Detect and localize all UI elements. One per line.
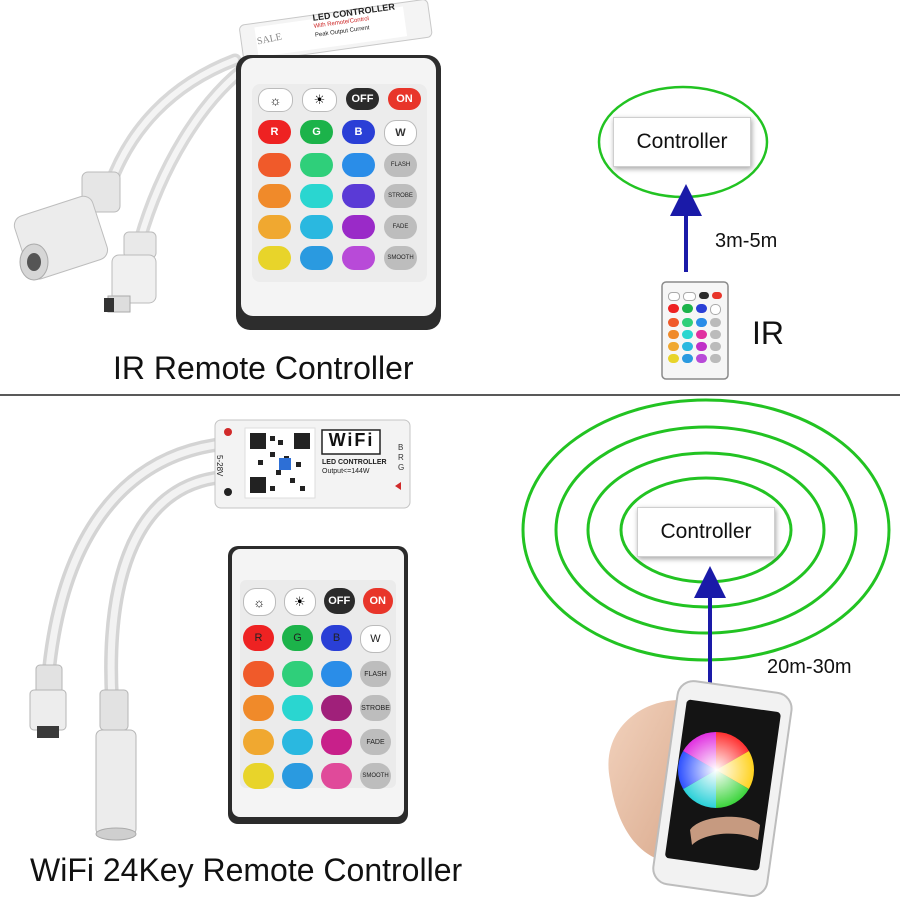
color-key[interactable] — [300, 246, 333, 270]
color-key[interactable] — [258, 246, 291, 270]
key-b[interactable]: B — [321, 625, 352, 651]
ir-remote-small-keypad — [668, 292, 722, 363]
color-key[interactable] — [282, 661, 313, 687]
mode-key-flash[interactable]: FLASH — [360, 661, 391, 687]
key-r[interactable]: R — [243, 625, 274, 651]
wifi-controller-module — [214, 419, 411, 509]
mode-key-strobe[interactable]: STROBE — [360, 695, 391, 721]
color-key[interactable] — [300, 215, 333, 239]
color-key[interactable] — [321, 729, 352, 755]
color-key[interactable] — [282, 763, 313, 789]
color-key[interactable] — [300, 153, 333, 177]
ir-section-caption: IR Remote Controller — [113, 350, 414, 386]
mode-key-fade[interactable]: FADE — [384, 215, 417, 239]
key-b[interactable]: B — [342, 120, 375, 144]
mode-key-flash[interactable]: FLASH — [384, 153, 417, 177]
ir-dc-male-plug — [104, 231, 157, 313]
wifi-controller-box: Controller — [637, 507, 775, 557]
off-key[interactable]: OFF — [346, 88, 379, 110]
color-key[interactable] — [243, 763, 274, 789]
wifi-remote-keypad: ☼ ☀ OFF ON R G B W FLASH STROBE FADE SMO… — [243, 588, 393, 789]
wifi-module-brand: WiFi — [328, 430, 375, 450]
wifi-cable-assembly — [29, 419, 411, 841]
color-key[interactable] — [282, 695, 313, 721]
brightness-up-key[interactable]: ☀ — [283, 588, 316, 616]
wifi-signal-ring-3 — [554, 425, 858, 635]
wifi-remote — [228, 546, 408, 824]
wifi-module-side-label: BRG — [398, 443, 405, 472]
wifi-signal-ring-2 — [586, 451, 826, 609]
mode-key-strobe[interactable]: STROBE — [384, 184, 417, 208]
color-key[interactable] — [342, 184, 375, 208]
mode-key-smooth[interactable]: SMOOTH — [360, 763, 391, 789]
color-key[interactable] — [243, 695, 274, 721]
smartphone-in-hand — [608, 680, 793, 897]
color-key[interactable] — [342, 153, 375, 177]
brightness-down-key[interactable]: ☼ — [243, 588, 276, 616]
wifi-dc-female-jack — [95, 689, 137, 841]
color-key[interactable] — [321, 661, 352, 687]
color-key[interactable] — [342, 246, 375, 270]
color-key[interactable] — [258, 184, 291, 208]
ir-distance-label: 3m-5m — [715, 230, 778, 252]
brightness-up-key[interactable]: ☀ — [302, 88, 337, 112]
wifi-section-caption: WiFi 24Key Remote Controller — [30, 852, 463, 888]
key-r[interactable]: R — [258, 120, 291, 144]
ir-controller-box: Controller — [613, 117, 751, 167]
ir-mode-label: IR — [752, 315, 784, 351]
key-g[interactable]: G — [282, 625, 313, 651]
key-w[interactable]: W — [384, 120, 417, 146]
wifi-controller-label: Controller — [660, 520, 752, 543]
color-key[interactable] — [321, 695, 352, 721]
color-key[interactable] — [258, 153, 291, 177]
ir-cable-assembly — [13, 0, 433, 313]
color-key[interactable] — [321, 763, 352, 789]
brightness-down-key[interactable]: ☼ — [258, 88, 293, 112]
wifi-module-voltage: 5-28V — [215, 455, 224, 477]
ir-controller-module — [239, 0, 433, 63]
color-key[interactable] — [243, 661, 274, 687]
ir-dc-female-jack — [13, 171, 121, 281]
off-key[interactable]: OFF — [324, 588, 355, 614]
ir-controller-label: Controller — [636, 130, 728, 153]
mode-key-smooth[interactable]: SMOOTH — [384, 246, 417, 270]
on-key[interactable]: ON — [388, 88, 421, 110]
wifi-distance-label: 20m-30m — [767, 656, 852, 678]
wifi-range-diagram — [521, 398, 891, 688]
wifi-dc-male-plug — [29, 664, 67, 738]
color-key[interactable] — [282, 729, 313, 755]
wifi-module-label: LED CONTROLLER Output<=144W — [322, 459, 387, 475]
mode-key-fade[interactable]: FADE — [360, 729, 391, 755]
ir-remote-keypad: ☼ ☀ OFF ON R G B W FLASH STROBE FADE SMO… — [258, 88, 423, 270]
wifi-signal-ring-4 — [521, 398, 891, 662]
key-g[interactable]: G — [300, 120, 333, 144]
on-key[interactable]: ON — [362, 588, 393, 614]
color-key[interactable] — [342, 215, 375, 239]
color-key[interactable] — [243, 729, 274, 755]
color-key[interactable] — [258, 215, 291, 239]
color-key[interactable] — [300, 184, 333, 208]
key-w[interactable]: W — [360, 625, 391, 653]
